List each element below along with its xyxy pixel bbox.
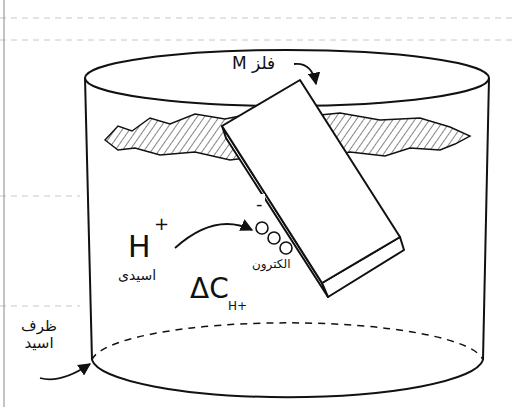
concentration-change: ΔC: [188, 274, 231, 305]
notebook-lines: [0, 18, 515, 306]
ion-charge: +: [152, 214, 171, 234]
pointer-arrows: [40, 64, 316, 380]
concentration-subscript: H+: [226, 300, 249, 313]
container-label: ظرف اسید: [12, 318, 66, 351]
metal-bar: [222, 80, 404, 297]
electron-bubbles: [256, 222, 292, 254]
container: [85, 50, 489, 397]
metal-label: فلز M: [230, 54, 277, 73]
margin-line: [4, 0, 5, 407]
electron-label: الکترون: [250, 258, 292, 271]
ion-symbol: H: [126, 230, 153, 263]
ion-note: اسیدی: [116, 268, 158, 283]
charge-sign: -: [254, 194, 265, 214]
